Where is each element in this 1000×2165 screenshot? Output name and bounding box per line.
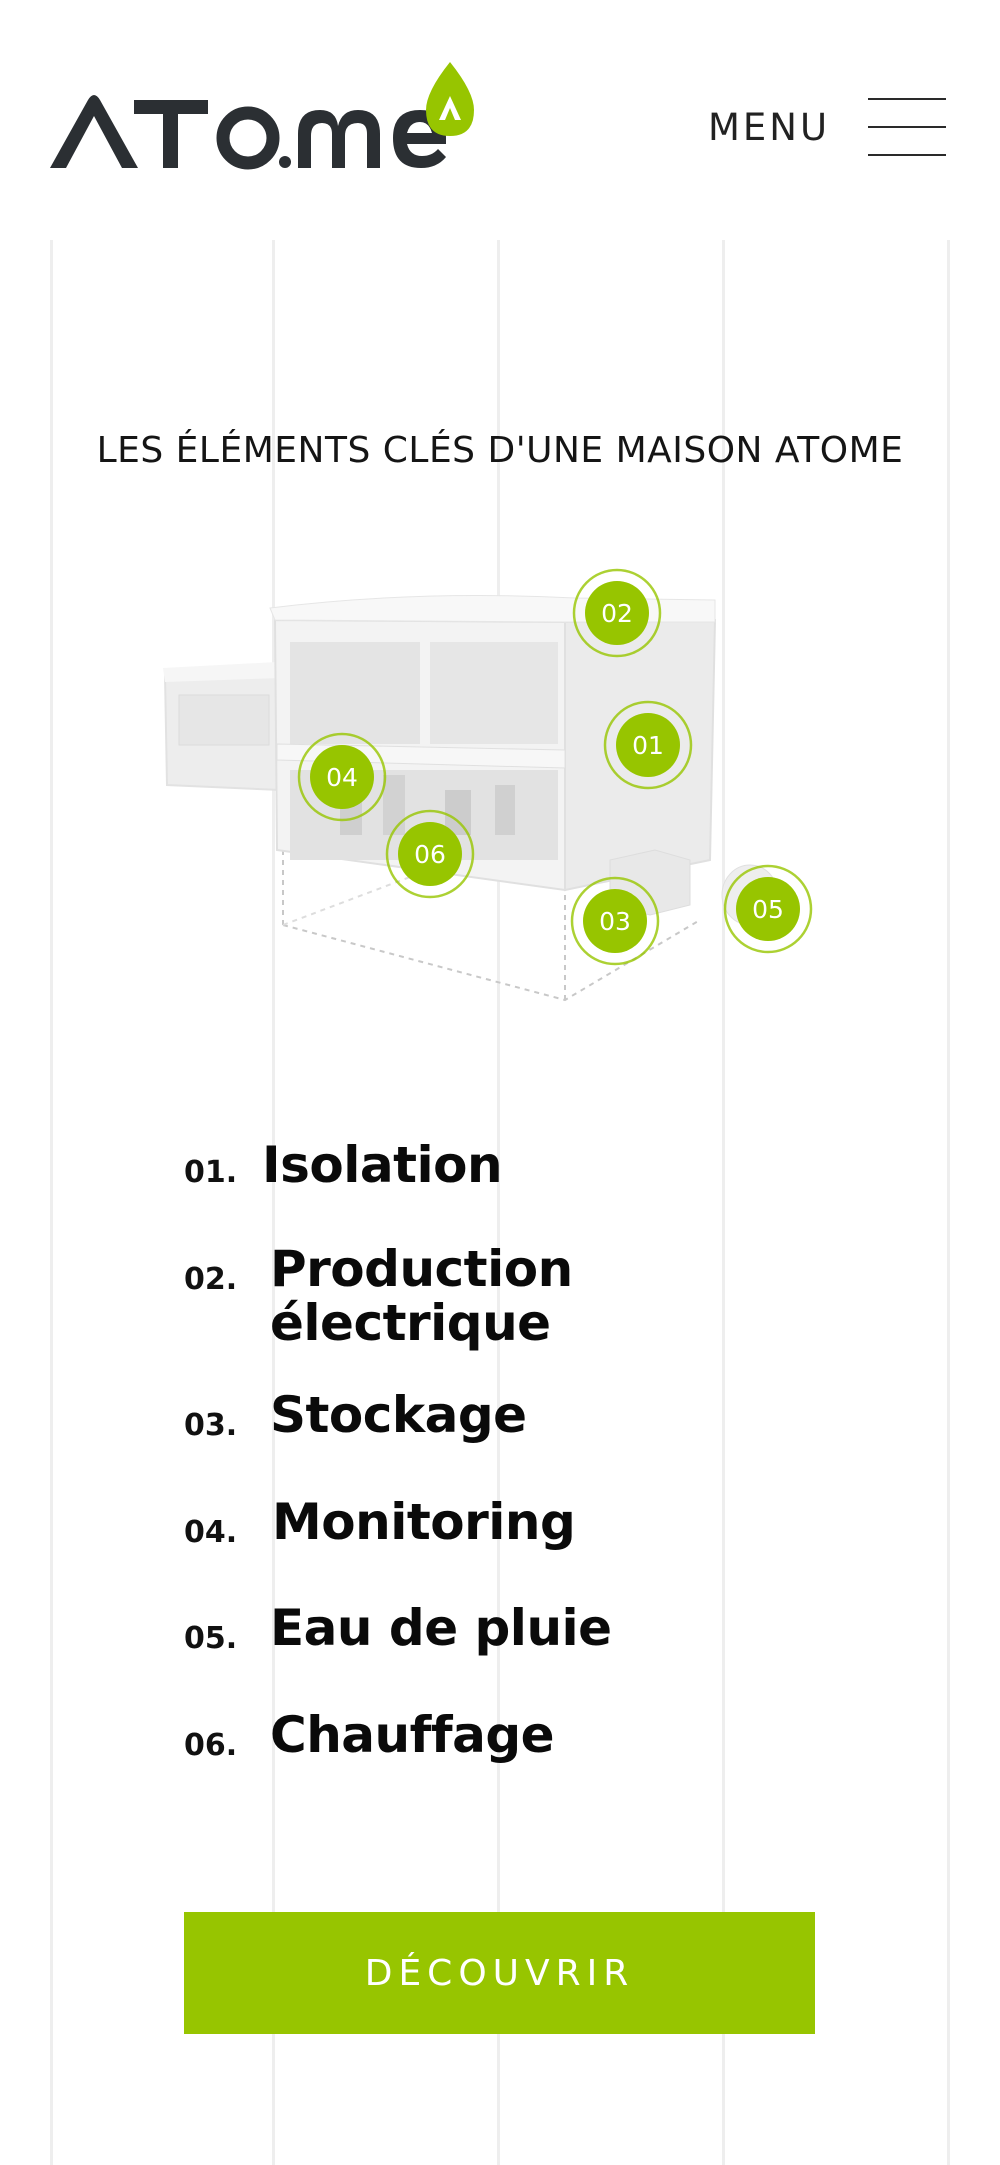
feature-number: 01. [184,1155,238,1190]
feature-label: Chauffage [270,1706,555,1764]
hotspot-03[interactable]: 03 [570,876,660,966]
feature-label: Isolation [262,1136,503,1194]
house-illustration: 02 01 04 06 03 05 [155,560,835,1010]
atome-logo-graphic [50,62,474,170]
hotspot-05-label: 05 [752,895,784,924]
menu-label: MENU [708,106,831,149]
hotspot-01-label: 01 [632,731,664,760]
hotspot-06[interactable]: 06 [385,809,475,899]
hotspot-03-label: 03 [599,907,631,936]
feature-label: Eau de pluie [270,1599,612,1657]
feature-number: 06. [184,1728,238,1763]
grid-line [272,240,275,2165]
hotspot-01[interactable]: 01 [603,700,693,790]
house-graphic: 02 01 04 06 03 05 [163,568,813,1002]
hotspot-02-label: 02 [601,599,633,628]
section-title: LES ÉLÉMENTS CLÉS D'UNE MAISON ATOME [96,430,904,471]
grid-line [497,240,500,2165]
feature-number: 02. [184,1262,238,1297]
grid-line [50,240,53,2165]
grid-line [722,240,725,2165]
feature-label: Monitoring [272,1493,576,1551]
feature-number: 05. [184,1621,238,1656]
hotspot-05[interactable]: 05 [723,864,813,954]
hotspot-04[interactable]: 04 [297,732,387,822]
discover-button-label: DÉCOUVRIR [364,1952,635,1994]
grid-line [947,240,950,2165]
discover-button[interactable]: DÉCOUVRIR [184,1912,815,2034]
feature-number: 03. [184,1408,238,1443]
hamburger-icon [868,98,946,156]
background-grid [0,240,1000,2165]
feature-number: 04. [184,1515,238,1550]
menu-button[interactable]: MENU [700,92,950,162]
hotspot-04-label: 04 [326,763,358,792]
site-header: MENU [0,0,1000,240]
feature-label: Stockage [270,1386,527,1444]
hotspot-06-label: 06 [414,840,446,869]
hotspot-02[interactable]: 02 [572,568,662,658]
feature-label: Production électrique [270,1240,573,1352]
atome-logo[interactable] [48,58,478,178]
